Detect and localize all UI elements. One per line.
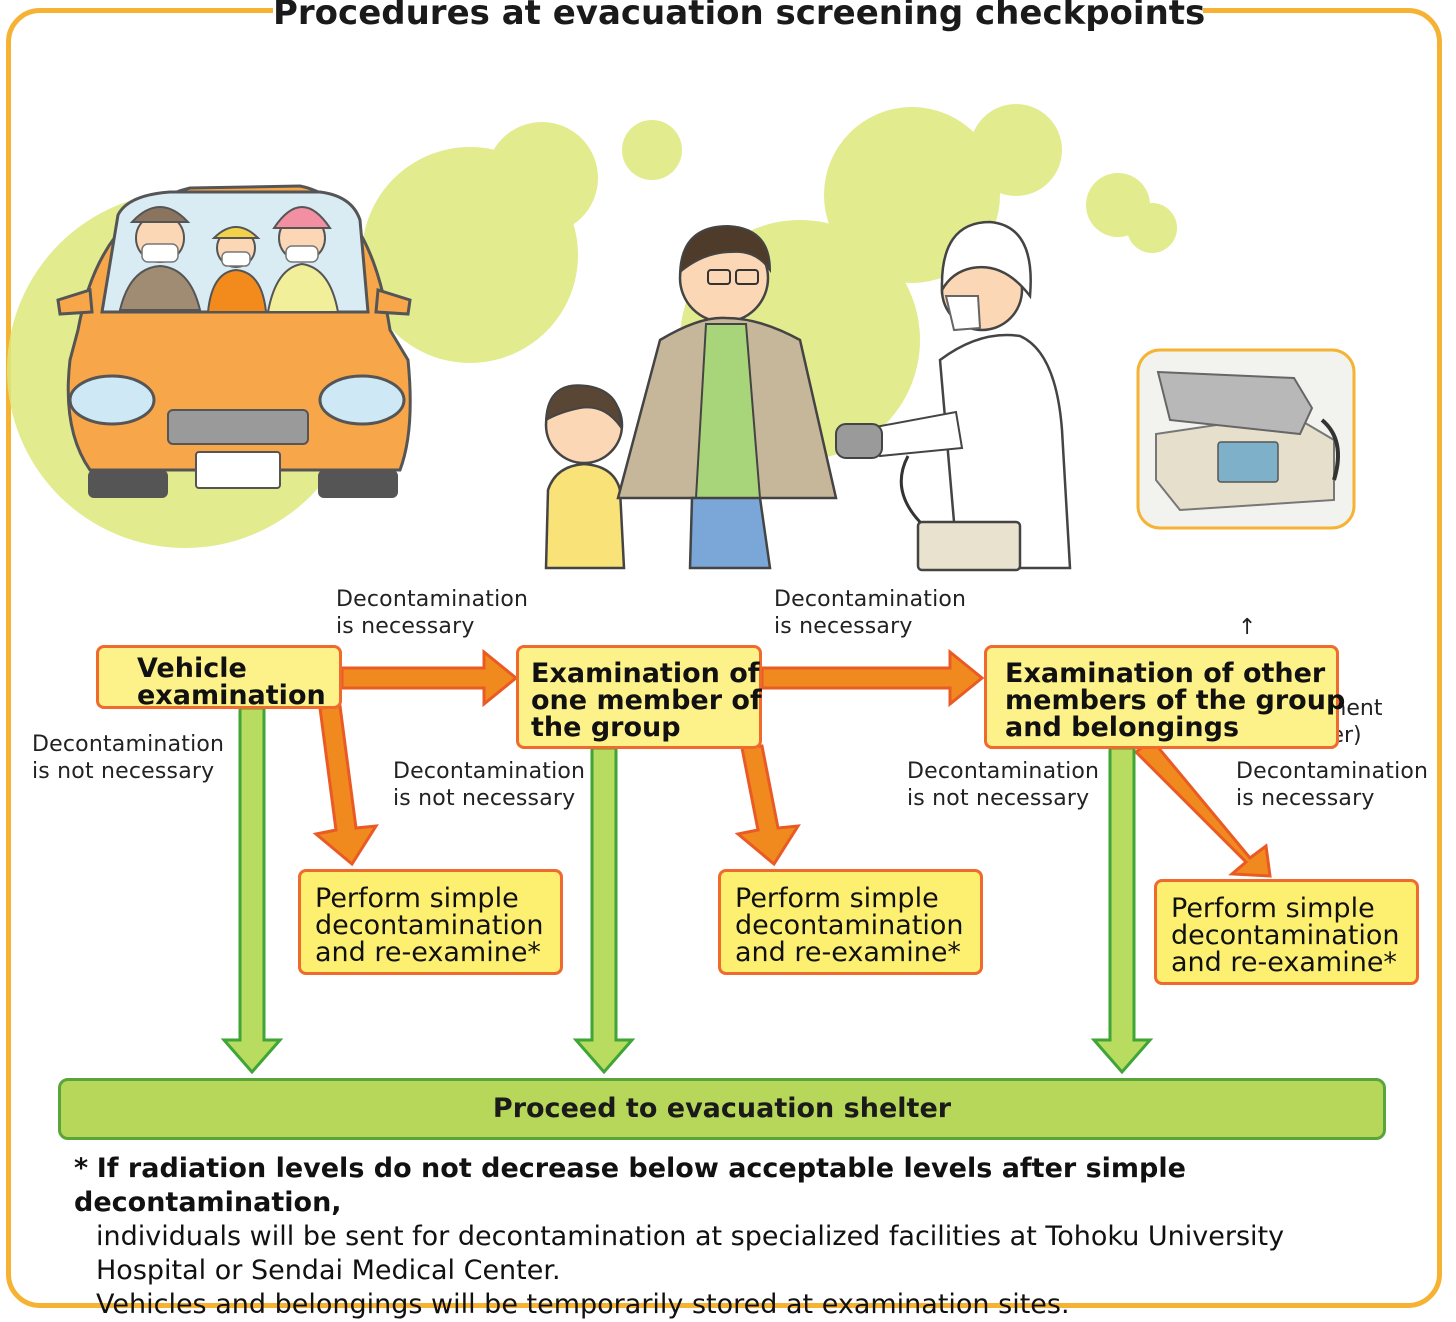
- green-arrows: [220, 706, 1154, 1075]
- step-examine-one-member: Examination of one member of the group: [516, 645, 762, 749]
- decon-reexamine-box-1: Perform simple decontamination and re-ex…: [298, 869, 563, 975]
- step-examine-other-members: Examination of other members of the grou…: [984, 645, 1345, 749]
- footnote: * If radiation levels do not decrease be…: [74, 1152, 1414, 1322]
- label-not-necessary-3: Decontamination is not necessary: [907, 759, 1100, 811]
- step-vehicle-examination: Vehicle examination: [96, 645, 342, 709]
- up-arrow-icon: ↑: [1238, 615, 1257, 640]
- screening-scene-illustration: [544, 220, 1072, 572]
- label-necessary-3: Decontamination is necessary: [1236, 759, 1429, 811]
- label-not-necessary-2: Decontamination is not necessary: [393, 759, 586, 811]
- orange-arrows: [312, 648, 1272, 878]
- footnote-lead: If radiation levels do not decrease belo…: [74, 1153, 1186, 1218]
- label-necessary-1: Decontamination is necessary: [336, 587, 529, 639]
- label-not-necessary-1: Decontamination is not necessary: [32, 732, 225, 784]
- car-illustration: [56, 184, 412, 498]
- decon-reexamine-box-3: Perform simple decontamination and re-ex…: [1154, 879, 1419, 985]
- decon-reexamine-box-2: Perform simple decontamination and re-ex…: [718, 869, 983, 975]
- proceed-to-shelter-bar: Proceed to evacuation shelter: [58, 1078, 1386, 1140]
- page-title: Procedures at evacuation screening check…: [273, 0, 1205, 41]
- label-necessary-2: Decontamination is necessary: [774, 587, 967, 639]
- footnote-asterisk: *: [74, 1153, 89, 1184]
- footnote-body: individuals will be sent for decontamina…: [96, 1221, 1285, 1320]
- survey-meter-photo: [1136, 348, 1356, 530]
